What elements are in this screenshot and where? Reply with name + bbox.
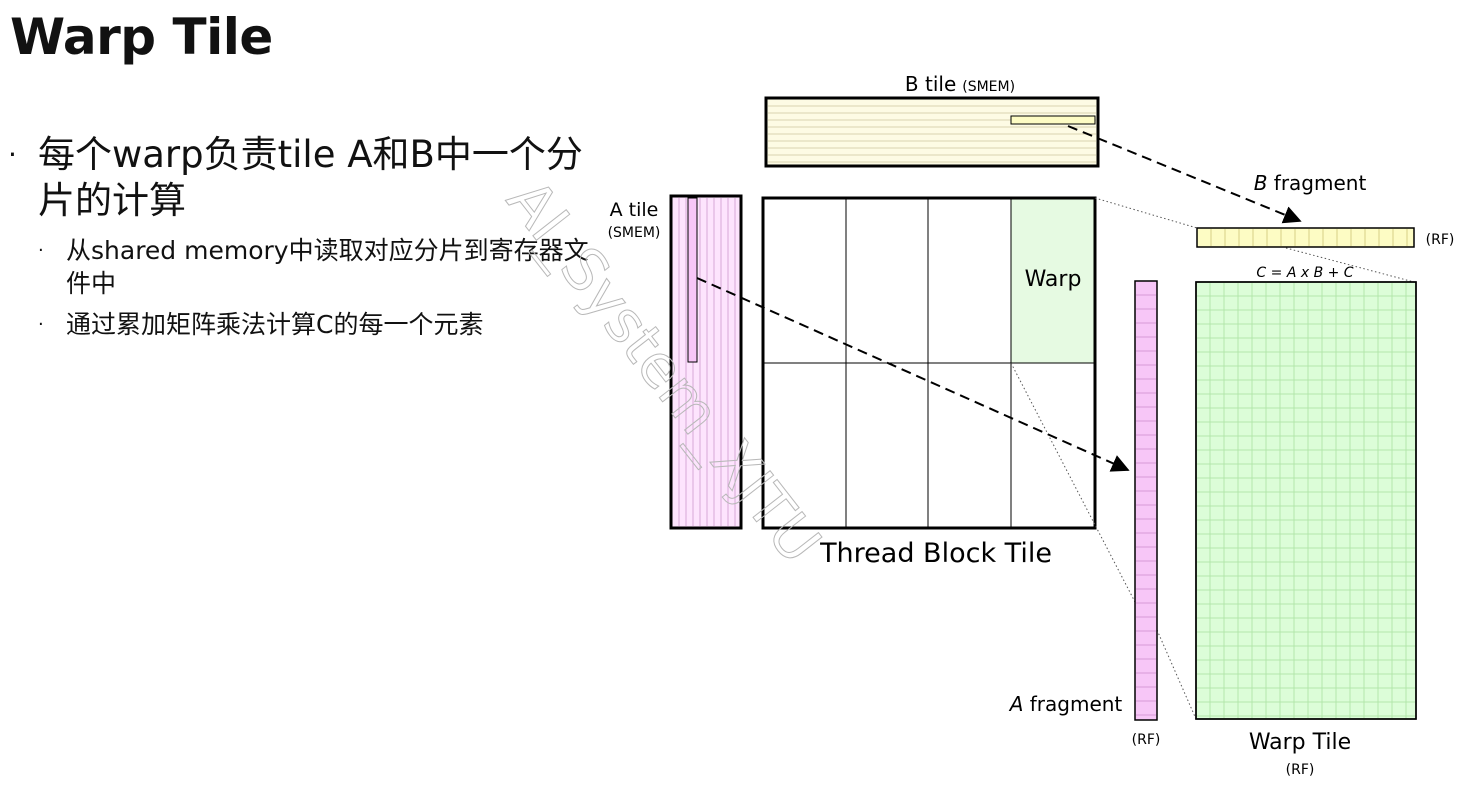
a-fragment-label: A fragment — [1008, 692, 1123, 716]
projection-lines — [1010, 197, 1415, 720]
warp-label: Warp — [1025, 267, 1082, 292]
b-fragment-sub: (RF) — [1426, 232, 1455, 248]
bullet-list: · 每个warp负责tile A和B中一个分片的计算 · 从shared mem… — [8, 132, 593, 341]
thread-block-label: Thread Block Tile — [819, 538, 1052, 569]
b-fragment-arrow — [1067, 125, 1302, 224]
a-fragment-sub: (RF) — [1132, 732, 1161, 748]
a-fragment-arrow — [696, 277, 1130, 472]
bullet-dot: · — [38, 314, 44, 335]
a-tile-slice — [687, 197, 698, 363]
a-tile-sub: (SMEM) — [608, 225, 661, 241]
a-tile — [669, 194, 743, 530]
warp-tile-grid — [1197, 283, 1415, 718]
warp-tile — [1195, 281, 1417, 720]
equation: C = A x B + C — [1256, 265, 1353, 281]
bullet-main: · 每个warp负责tile A和B中一个分片的计算 — [8, 132, 593, 224]
warp-tile-label: Warp Tile — [1249, 730, 1351, 755]
a-fragment — [1134, 280, 1158, 721]
a-tile-label: A tile — [610, 199, 659, 221]
warp-cell — [1011, 198, 1095, 363]
bullet-sub-1-text: 从shared memory中读取对应分片到寄存器文件中 — [66, 236, 589, 298]
slide-title: Warp Tile — [10, 8, 273, 66]
warp-tile-sub: (RF) — [1286, 762, 1315, 778]
warp-tile-border — [1195, 281, 1417, 720]
bullet-sub-2: · 通过累加矩阵乘法计算C的每一个元素 — [8, 308, 593, 341]
b-tile-label: B tile(SMEM) — [905, 72, 1015, 96]
b-tile-slice — [1010, 115, 1096, 125]
b-fragment-grid — [1210, 229, 1408, 246]
a-fragment-grid — [1136, 294, 1156, 716]
bullet-sub-1: · 从shared memory中读取对应分片到寄存器文件中 — [8, 234, 593, 300]
b-fragment — [1196, 227, 1415, 248]
b-tile — [764, 96, 1100, 168]
b-fragment-label: B fragment — [1254, 171, 1367, 195]
bullet-dot: · — [38, 240, 44, 261]
bullet-sub-2-text: 通过累加矩阵乘法计算C的每一个元素 — [66, 310, 484, 339]
bullet-main-text: 每个warp负责tile A和B中一个分片的计算 — [38, 133, 583, 222]
watermark: AI_System_XJTU — [494, 167, 834, 576]
bullet-dot: · — [8, 138, 17, 171]
